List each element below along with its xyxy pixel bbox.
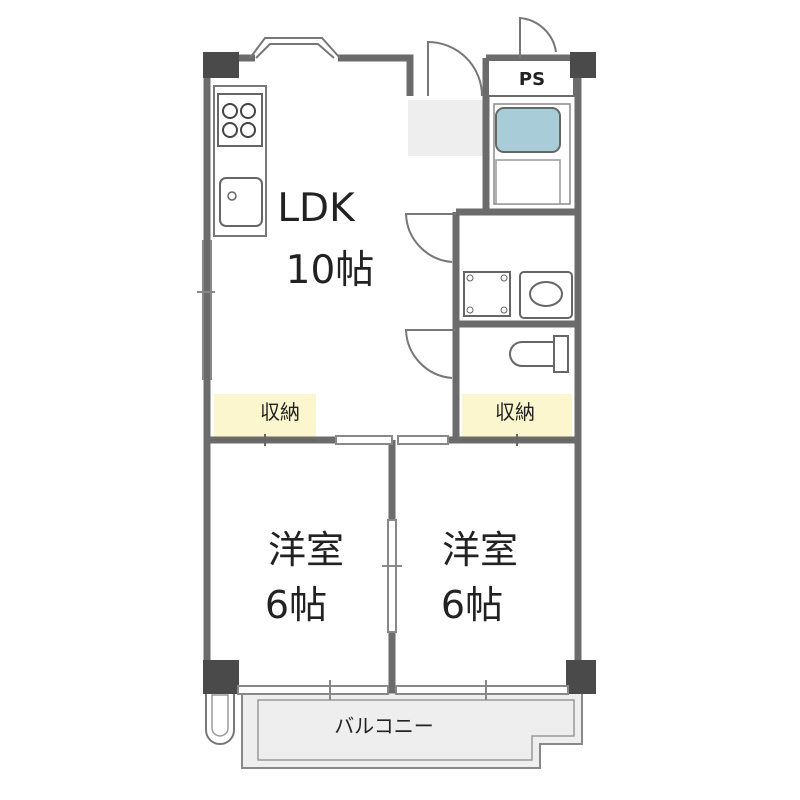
bathroom xyxy=(493,103,571,205)
bay-window xyxy=(249,37,341,59)
sink-icon xyxy=(219,177,263,227)
entrance-door xyxy=(427,16,557,97)
balcony-railing xyxy=(257,699,575,761)
ldk-size: 10帖 xyxy=(286,248,375,293)
storage-right-label: 収納 xyxy=(495,400,535,424)
corner-pillar xyxy=(205,687,235,745)
entrance-floor xyxy=(408,100,484,156)
balcony-label: バルコニー xyxy=(334,714,434,738)
kitchen-counter xyxy=(213,85,267,237)
balcony xyxy=(205,687,583,769)
bedroom-right-label: 洋室 xyxy=(442,528,518,572)
storage-right xyxy=(462,394,572,438)
washing-machine-pan-icon xyxy=(463,271,511,317)
ps-box xyxy=(487,59,575,97)
bathtub-icon xyxy=(495,107,561,153)
bedroom-doors xyxy=(335,435,449,633)
washroom xyxy=(463,271,573,319)
bedroom-left-label: 洋室 xyxy=(268,528,344,572)
bedroom-left-size: 6帖 xyxy=(265,583,327,627)
bedroom-right-size: 6帖 xyxy=(441,583,503,627)
storage-left-label: 収納 xyxy=(260,400,300,424)
balcony-windows xyxy=(237,680,569,700)
stove-icon xyxy=(217,93,263,147)
ldk-label: LDK xyxy=(277,186,356,231)
storage-doors xyxy=(214,434,572,446)
ps-label: PS xyxy=(519,69,545,90)
washbasin-icon xyxy=(519,271,573,319)
toilet-icon xyxy=(509,335,569,373)
interior-doors xyxy=(404,213,456,379)
storage-left xyxy=(214,394,316,438)
side-window xyxy=(197,240,215,380)
wall-pillars xyxy=(203,52,596,694)
